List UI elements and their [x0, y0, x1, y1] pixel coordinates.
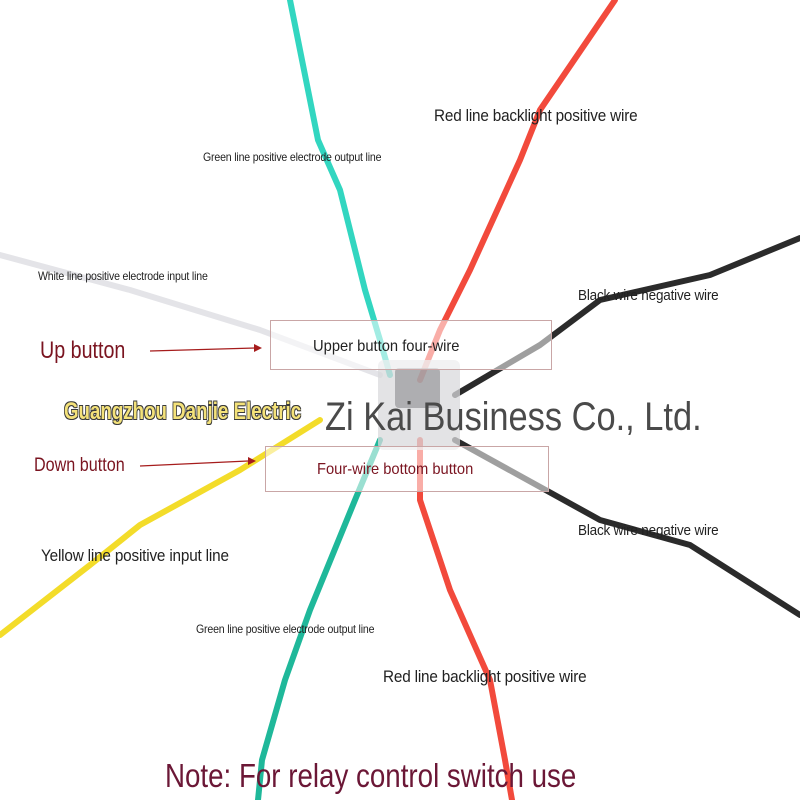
black-wire-upper	[452, 235, 800, 398]
label-yellow-input: Yellow line positive input line	[41, 546, 229, 565]
bottom-button-box	[265, 446, 549, 492]
up-button-arrow	[149, 347, 256, 352]
up-button-arrowhead	[254, 344, 262, 352]
label-green-output-bottom: Green line positive electrode output lin…	[196, 622, 375, 636]
label-red-backlight-bottom: Red line backlight positive wire	[383, 667, 587, 686]
label-green-output-top: Green line positive electrode output lin…	[203, 150, 382, 164]
down-button-arrowhead	[248, 457, 256, 465]
brand-name-right: Zi Kai Business Co., Ltd.	[325, 395, 702, 439]
label-white-input: White line positive electrode input line	[38, 269, 208, 283]
down-button-arrow	[139, 460, 249, 467]
green-wire-lower	[255, 437, 383, 800]
upper-button-box	[270, 320, 552, 370]
red-wire-lower	[417, 437, 515, 800]
usage-note: Note: For relay control switch use	[165, 757, 577, 794]
switch-core	[395, 368, 440, 408]
label-up-button: Up button	[40, 337, 126, 364]
brand-name-left: Guangzhou Danjie Electric	[64, 398, 302, 425]
label-black-negative-top: Black wire negative wire	[578, 287, 719, 304]
label-red-backlight-top: Red line backlight positive wire	[434, 106, 638, 125]
label-black-negative-bottom: Black wire negative wire	[578, 522, 719, 539]
green-wire-upper	[287, 0, 393, 378]
label-down-button: Down button	[34, 455, 125, 476]
label-four-wire-bottom-button: Four-wire bottom button	[317, 461, 474, 478]
label-upper-button-four-wire: Upper button four-wire	[313, 338, 460, 355]
